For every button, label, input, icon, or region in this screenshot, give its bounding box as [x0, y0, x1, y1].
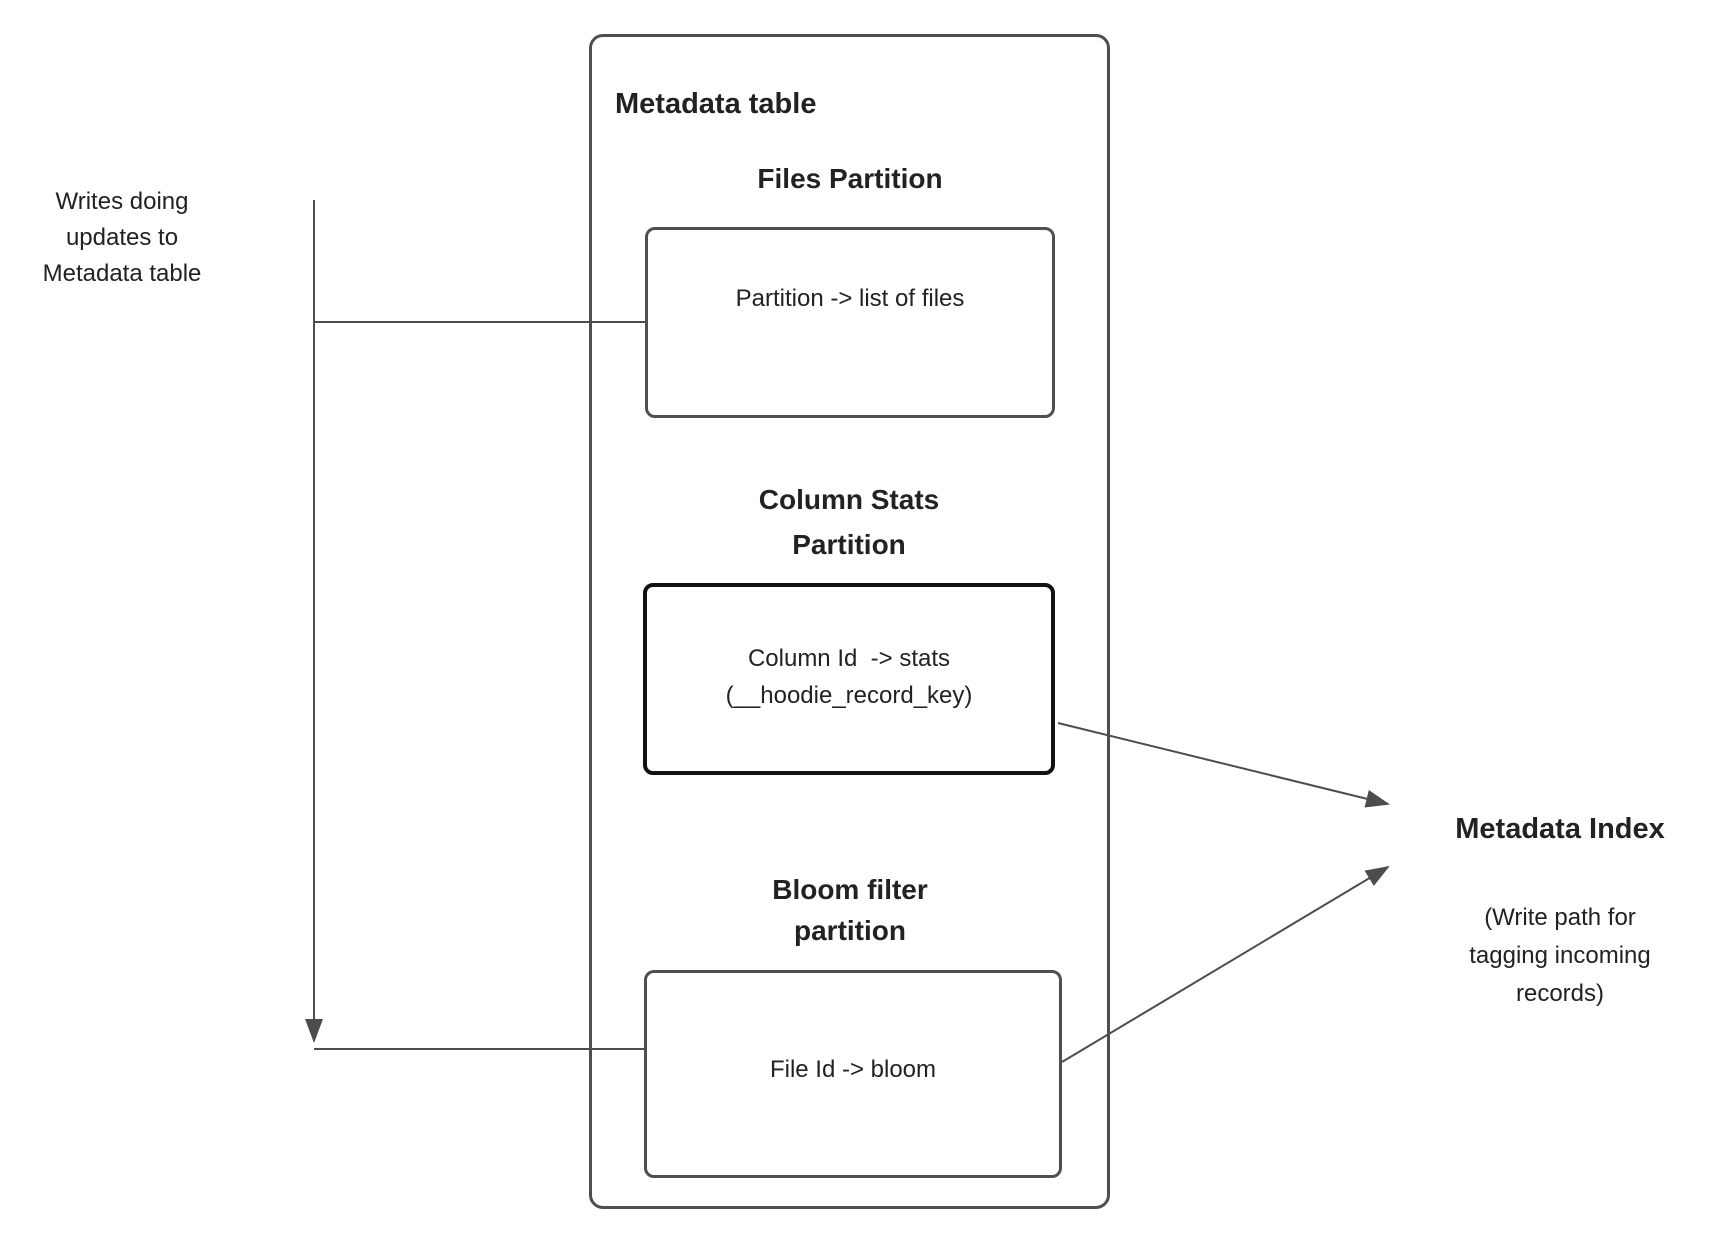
bloom-filter-partition-box — [644, 970, 1062, 1178]
column-stats-partition-heading: Column Stats Partition — [758, 484, 940, 560]
bloom-filter-partition-heading: Bloom filter partition — [772, 874, 928, 946]
metadata-index-title: Metadata Index — [1455, 813, 1665, 845]
files-partition-box — [645, 227, 1055, 418]
writes-updates-note: Writes doing updates to Metadata table — [42, 188, 202, 287]
metadata-table-box — [589, 34, 1110, 1209]
column-stats-partition-body: Column Id -> stats (__hoodie_record_key) — [725, 645, 973, 709]
metadata-table-title: Metadata table — [615, 88, 817, 120]
bloom-to-index-arrow — [1061, 865, 1390, 1063]
column-stats-partition-box — [643, 583, 1055, 775]
metadata-index-subtitle: (Write path for tagging incoming records… — [1469, 904, 1651, 1007]
files-partition-heading: Files Partition — [757, 163, 943, 194]
bloom-filter-partition-body: File Id -> bloom — [769, 1056, 937, 1083]
files-partition-body: Partition -> list of files — [735, 285, 965, 312]
